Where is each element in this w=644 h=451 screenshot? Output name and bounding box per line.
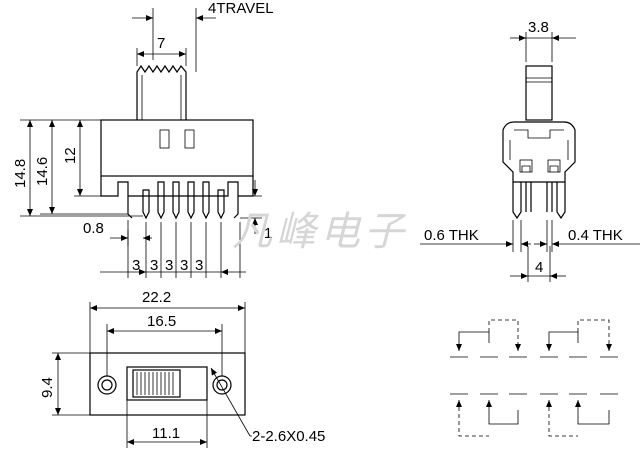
mounting-hole-left [97,375,117,395]
height-inner-label: 14.6 [34,157,51,186]
circuit-schematic [450,319,618,437]
pitch-label: 3 [195,257,203,274]
pin-offset-label: 0.8 [83,220,104,237]
schematic-row-bottom [450,393,618,437]
mounting-hole-right [212,375,232,395]
overall-length-label: 22.2 [142,289,171,306]
end-view: 3.8 0.6 THK 0.4 THK 4 [420,19,640,282]
side-view: 7 4TRAVEL 14.8 14.6 12 0.8 1 [12,0,274,278]
watermark-text: 凡峰电子 [232,209,408,255]
pin-thickness-left-label: 0.6 THK [424,227,479,244]
height-body-label: 12 [62,147,79,164]
pin-thickness-right-label: 0.4 THK [568,227,623,244]
pitch-label: 3 [165,257,173,274]
schematic-row-top [450,319,618,358]
side-pins [142,181,225,220]
actuator-ribs [136,372,174,395]
hole-callout-label: 2-2.6X0.45 [252,428,325,445]
slot-length-label: 11.1 [152,425,180,442]
end-actuator-width-label: 3.8 [528,19,549,36]
travel-label: 4TRAVEL [208,0,274,17]
height-outer-label: 14.8 [12,159,29,188]
pitch-label: 3 [132,257,140,274]
top-view: 22.2 16.5 9.4 11.1 2-2.6X0.45 [39,289,325,448]
actuator-width-label: 7 [157,35,165,52]
pitch-label: 3 [150,257,158,274]
pin-length-label: 1 [264,225,272,242]
pitch-label: 3 [180,257,188,274]
hole-spacing-label: 16.5 [147,313,176,330]
pin-spacing-label: 4 [535,259,543,276]
body-width-label: 9.4 [39,377,56,398]
